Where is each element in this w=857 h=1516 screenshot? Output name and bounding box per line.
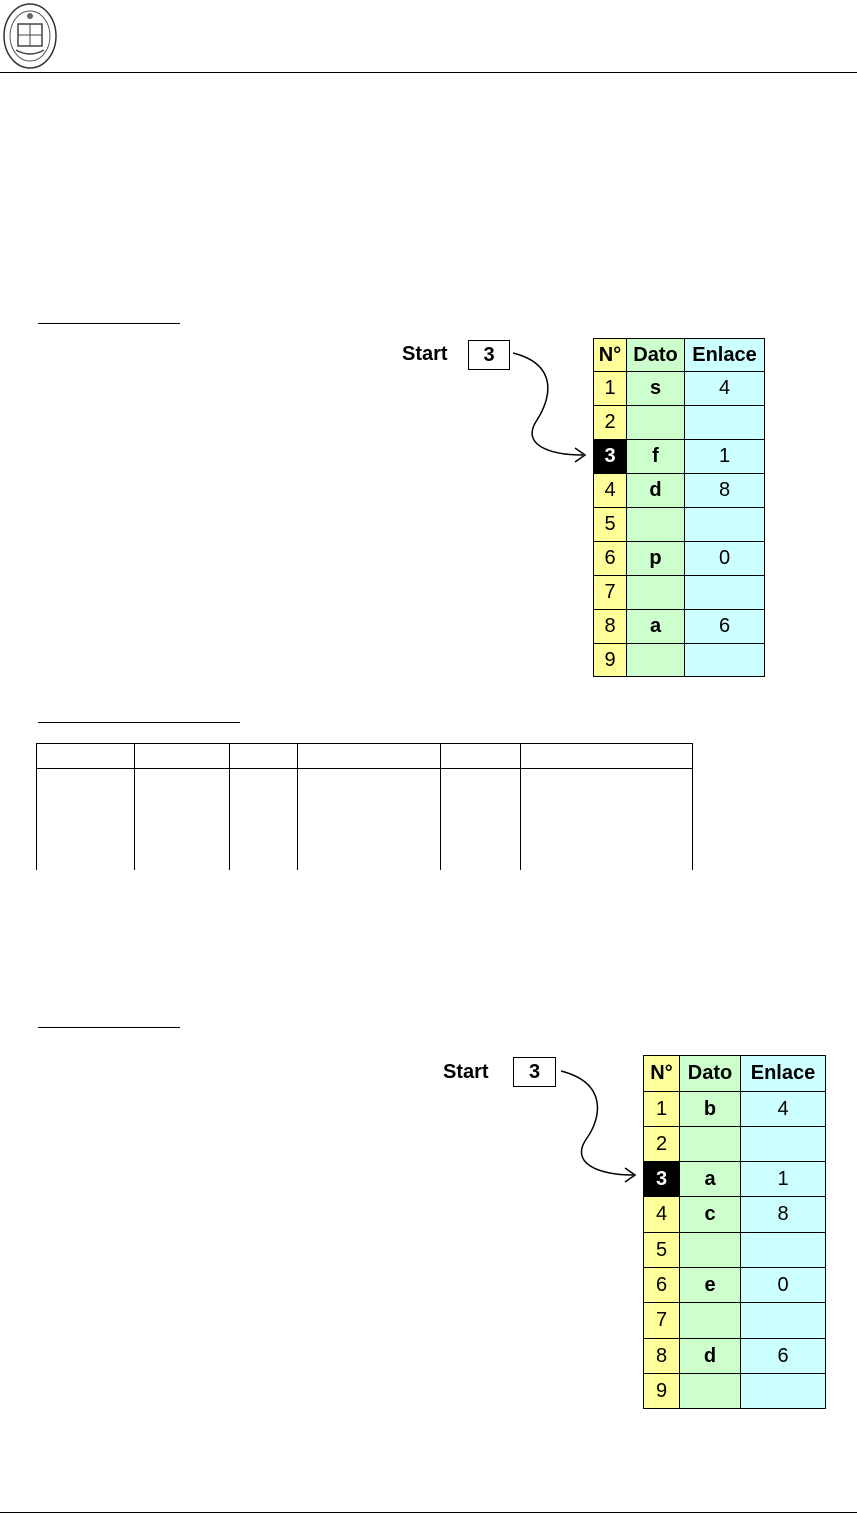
row-number: 6 bbox=[643, 1267, 680, 1303]
row-dato: a bbox=[626, 609, 685, 644]
row-enlace bbox=[684, 507, 765, 542]
section-heading-underline bbox=[38, 323, 180, 324]
start-arrow bbox=[560, 1070, 637, 1183]
row-number: 1 bbox=[643, 1091, 680, 1127]
header-rule bbox=[0, 72, 857, 73]
row-number: 2 bbox=[593, 405, 627, 440]
header-dato: Dato bbox=[626, 338, 685, 372]
row-dato bbox=[626, 643, 685, 677]
university-seal-logo bbox=[3, 3, 57, 69]
row-enlace: 6 bbox=[740, 1338, 826, 1374]
row-number-highlighted: 3 bbox=[643, 1161, 680, 1197]
row-number: 4 bbox=[593, 473, 627, 508]
row-enlace: 8 bbox=[684, 473, 765, 508]
row-number: 9 bbox=[593, 643, 627, 677]
row-enlace bbox=[684, 575, 765, 610]
row-dato: b bbox=[679, 1091, 741, 1127]
header-enlace: Enlace bbox=[740, 1055, 826, 1092]
row-dato bbox=[679, 1302, 741, 1339]
table-row: 5 bbox=[643, 1232, 826, 1268]
table-row: 7 bbox=[593, 575, 765, 610]
row-number: 7 bbox=[643, 1302, 680, 1339]
table-row: 5 bbox=[593, 507, 765, 542]
header-dato: Dato bbox=[679, 1055, 741, 1092]
row-dato: d bbox=[679, 1338, 741, 1374]
header-enlace: Enlace bbox=[684, 338, 765, 372]
row-dato bbox=[679, 1126, 741, 1162]
header-n: N° bbox=[593, 338, 627, 372]
start-label: Start bbox=[443, 1061, 489, 1083]
row-enlace: 0 bbox=[740, 1267, 826, 1303]
start-arrow bbox=[512, 352, 587, 463]
row-number: 9 bbox=[643, 1373, 680, 1409]
row-number: 8 bbox=[643, 1338, 680, 1374]
row-enlace: 4 bbox=[684, 371, 765, 406]
row-dato bbox=[626, 575, 685, 610]
row-dato: e bbox=[679, 1267, 741, 1303]
row-enlace bbox=[740, 1373, 826, 1409]
row-dato: p bbox=[626, 541, 685, 576]
row-number: 4 bbox=[643, 1196, 680, 1233]
row-dato bbox=[626, 405, 685, 440]
start-pointer-box: 3 bbox=[468, 340, 510, 370]
row-dato bbox=[679, 1232, 741, 1268]
row-enlace: 1 bbox=[740, 1161, 826, 1197]
section-heading-underline bbox=[38, 722, 240, 723]
row-number: 7 bbox=[593, 575, 627, 610]
row-enlace: 0 bbox=[684, 541, 765, 576]
table-row: 7 bbox=[643, 1302, 826, 1339]
row-dato: a bbox=[679, 1161, 741, 1197]
row-number: 5 bbox=[643, 1232, 680, 1268]
start-pointer-box: 3 bbox=[513, 1057, 556, 1087]
row-number: 6 bbox=[593, 541, 627, 576]
row-dato: f bbox=[626, 439, 685, 474]
row-dato bbox=[679, 1373, 741, 1409]
row-dato bbox=[626, 507, 685, 542]
row-dato: c bbox=[679, 1196, 741, 1233]
row-enlace: 8 bbox=[740, 1196, 826, 1233]
row-number: 2 bbox=[643, 1126, 680, 1162]
table-row: 9 bbox=[643, 1373, 826, 1409]
row-number-highlighted: 3 bbox=[593, 439, 627, 474]
header-n: N° bbox=[643, 1055, 680, 1092]
row-number: 8 bbox=[593, 609, 627, 644]
row-enlace: 1 bbox=[684, 439, 765, 474]
row-enlace: 6 bbox=[684, 609, 765, 644]
row-enlace bbox=[684, 643, 765, 677]
row-number: 1 bbox=[593, 371, 627, 406]
row-enlace bbox=[740, 1126, 826, 1162]
row-enlace bbox=[740, 1232, 826, 1268]
row-dato: s bbox=[626, 371, 685, 406]
row-dato: d bbox=[626, 473, 685, 508]
start-label: Start bbox=[402, 343, 448, 365]
row-enlace: 4 bbox=[740, 1091, 826, 1127]
row-number: 5 bbox=[593, 507, 627, 542]
table-row: 9 bbox=[593, 643, 765, 677]
row-enlace bbox=[684, 405, 765, 440]
table-row: 2 bbox=[643, 1126, 826, 1162]
table-row: 2 bbox=[593, 405, 765, 440]
footer-rule bbox=[0, 1512, 857, 1513]
section-heading-underline bbox=[38, 1027, 180, 1028]
row-enlace bbox=[740, 1302, 826, 1339]
